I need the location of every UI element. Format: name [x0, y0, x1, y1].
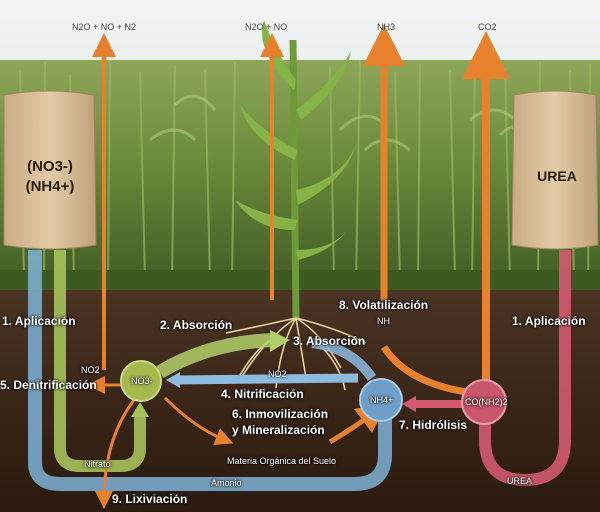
- gas-emission-arrows: [92, 24, 510, 385]
- step-6-inmovilizacion: 6. Inmovilización: [232, 407, 329, 421]
- step-1-aplicacion-right: 1. Aplicación: [512, 314, 586, 328]
- no2-label-center: NO2: [268, 369, 287, 379]
- step-8-volatilizacion: 8. Volatilización: [339, 298, 429, 312]
- urea-node: [461, 379, 507, 425]
- materia-organica-label: Materia Orgánica del Suelo: [227, 456, 337, 466]
- gas-label-n2o-no-n2: N2O + NO + N2: [72, 22, 137, 32]
- no3-node: [120, 360, 162, 402]
- step-9-lixiviacion: 9. Lixiviación: [112, 492, 188, 506]
- amonio-label: Amonio: [211, 478, 242, 488]
- urea-flow: [479, 250, 571, 487]
- nh4-node-label: NH4+: [370, 395, 394, 405]
- nitrificacion-arrow: [174, 373, 359, 385]
- nitrato-flow: [54, 250, 146, 472]
- step-7-hidrolisis: 7. Hidrólisis: [399, 418, 468, 432]
- inmovilizacion-arrow: [163, 396, 234, 446]
- nh-label: NH: [377, 316, 390, 326]
- step-4-nitrificacion: 4. Nitrificación: [221, 387, 304, 401]
- nitrato-label: Nitrato: [84, 459, 111, 469]
- absorcion-3-arrow: [311, 338, 377, 381]
- absorcion-2-arrow: [156, 333, 276, 379]
- right-fertilizer-bag: [511, 90, 599, 250]
- lixiviacion-arrow: [95, 399, 136, 509]
- no2-label-left: NO2: [81, 365, 100, 375]
- nh4-node: [359, 378, 403, 422]
- no3-node-label: NO3-: [131, 376, 153, 386]
- left-bag-label-1: (NO3-): [27, 158, 73, 175]
- volatilizacion-curve: [381, 345, 467, 396]
- urea-flow-label: UREA: [507, 476, 533, 486]
- step-5-denitrificacion: 5. Denitrificación: [0, 378, 97, 392]
- urea-node-label: CO(NH2)2: [465, 397, 508, 407]
- step-2-absorcion: 2. Absorción: [160, 318, 233, 332]
- gas-label-n2o-no: N2O + NO: [245, 22, 288, 32]
- gas-label-co2: CO2: [478, 22, 497, 32]
- step-6-mineralizacion: y Mineralización: [232, 423, 325, 437]
- step-3-absorcion: 3. Absorción: [293, 334, 366, 348]
- left-bag-label-2: (NH4+): [25, 178, 75, 195]
- right-bag-label: UREA: [537, 168, 577, 184]
- gas-label-nh3: NH3: [377, 22, 396, 32]
- amonio-flow: [28, 250, 392, 491]
- left-fertilizer-bag: [3, 90, 97, 250]
- step-1-aplicacion-left: 1. Aplicación: [2, 314, 76, 328]
